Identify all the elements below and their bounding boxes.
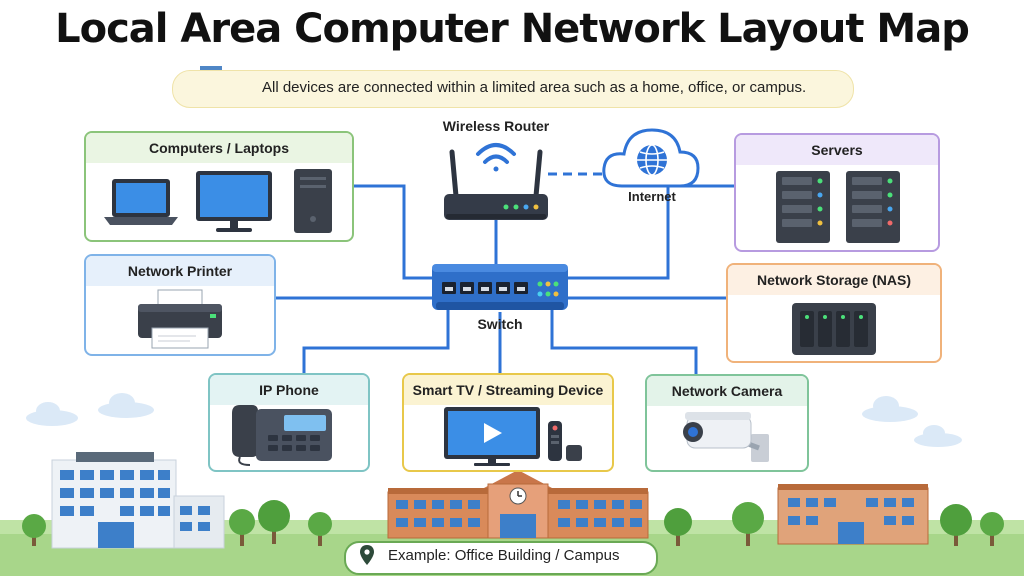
remote-control-icon bbox=[548, 421, 582, 461]
security-camera-icon bbox=[683, 412, 769, 462]
footer-banner bbox=[344, 541, 658, 575]
card-header bbox=[86, 133, 352, 163]
tree-icon bbox=[732, 502, 764, 546]
card-printer-title: Network Printer bbox=[127, 263, 233, 279]
router-label: Wireless Router bbox=[442, 118, 550, 134]
tree-icon bbox=[980, 512, 1004, 546]
server-rack-icon bbox=[846, 171, 900, 243]
location-pin-icon bbox=[360, 545, 374, 565]
internet-cloud-icon bbox=[602, 128, 700, 188]
tree-icon bbox=[940, 504, 972, 546]
tree-icon bbox=[229, 509, 255, 546]
link-phone bbox=[302, 310, 450, 374]
tree-icon bbox=[258, 500, 290, 544]
card-phone-title: IP Phone bbox=[259, 382, 319, 398]
tree-icon bbox=[308, 512, 332, 546]
card-tv: Smart TV / Streaming Device bbox=[402, 373, 614, 472]
card-servers-title: Servers bbox=[811, 142, 863, 158]
tree-icon bbox=[22, 514, 46, 546]
cloud-icon bbox=[862, 396, 918, 422]
internet-label: Internet bbox=[628, 189, 676, 204]
card-header bbox=[728, 265, 940, 295]
nas-icon bbox=[792, 303, 876, 355]
switch-label: Switch bbox=[477, 316, 523, 332]
link-computers bbox=[352, 184, 432, 280]
card-header bbox=[736, 135, 938, 165]
card-header bbox=[404, 375, 612, 405]
tree-icon bbox=[664, 508, 692, 546]
desktop-tower-icon bbox=[294, 169, 332, 233]
printer-icon bbox=[138, 289, 222, 349]
switch-icon bbox=[432, 264, 568, 310]
link-servers bbox=[568, 184, 736, 280]
campus-building-icon bbox=[387, 470, 649, 539]
card-header bbox=[86, 256, 274, 286]
card-printer: Network Printer bbox=[84, 254, 276, 356]
right-building-icon bbox=[777, 484, 929, 545]
card-tv-title: Smart TV / Streaming Device bbox=[412, 382, 604, 398]
office-building-icon bbox=[51, 452, 225, 549]
card-phone: IP Phone bbox=[208, 373, 370, 472]
server-rack-icon bbox=[776, 171, 830, 243]
cloud-icon bbox=[98, 393, 154, 418]
card-computers: Computers / Laptops bbox=[84, 131, 354, 242]
monitor-icon bbox=[196, 171, 272, 232]
ip-phone-icon bbox=[232, 405, 332, 466]
card-nas-title: Network Storage (NAS) bbox=[756, 272, 912, 288]
cloud-icon bbox=[914, 425, 962, 447]
card-camera-title: Network Camera bbox=[671, 383, 783, 399]
card-header bbox=[210, 375, 368, 405]
card-nas: Network Storage (NAS) bbox=[726, 263, 942, 363]
servers-icons bbox=[776, 171, 900, 243]
computers-icons bbox=[104, 169, 332, 233]
smart-tv-icon bbox=[444, 407, 582, 466]
network-links bbox=[272, 184, 736, 376]
card-camera: Network Camera bbox=[645, 374, 809, 472]
card-servers: Servers bbox=[734, 133, 940, 252]
card-computers-title: Computers / Laptops bbox=[148, 140, 289, 156]
subtitle-banner bbox=[172, 70, 854, 108]
footer-text: Example: Office Building / Campus bbox=[388, 547, 620, 564]
subtitle-text: All devices are connected within a limit… bbox=[262, 79, 807, 96]
page-title: Local Area Computer Network Layout Map bbox=[55, 6, 970, 52]
laptop-icon bbox=[104, 179, 178, 225]
router-icon bbox=[444, 149, 548, 220]
cloud-icon bbox=[26, 402, 78, 426]
wifi-icon bbox=[476, 143, 516, 172]
link-camera bbox=[550, 310, 698, 376]
card-header bbox=[647, 376, 807, 406]
